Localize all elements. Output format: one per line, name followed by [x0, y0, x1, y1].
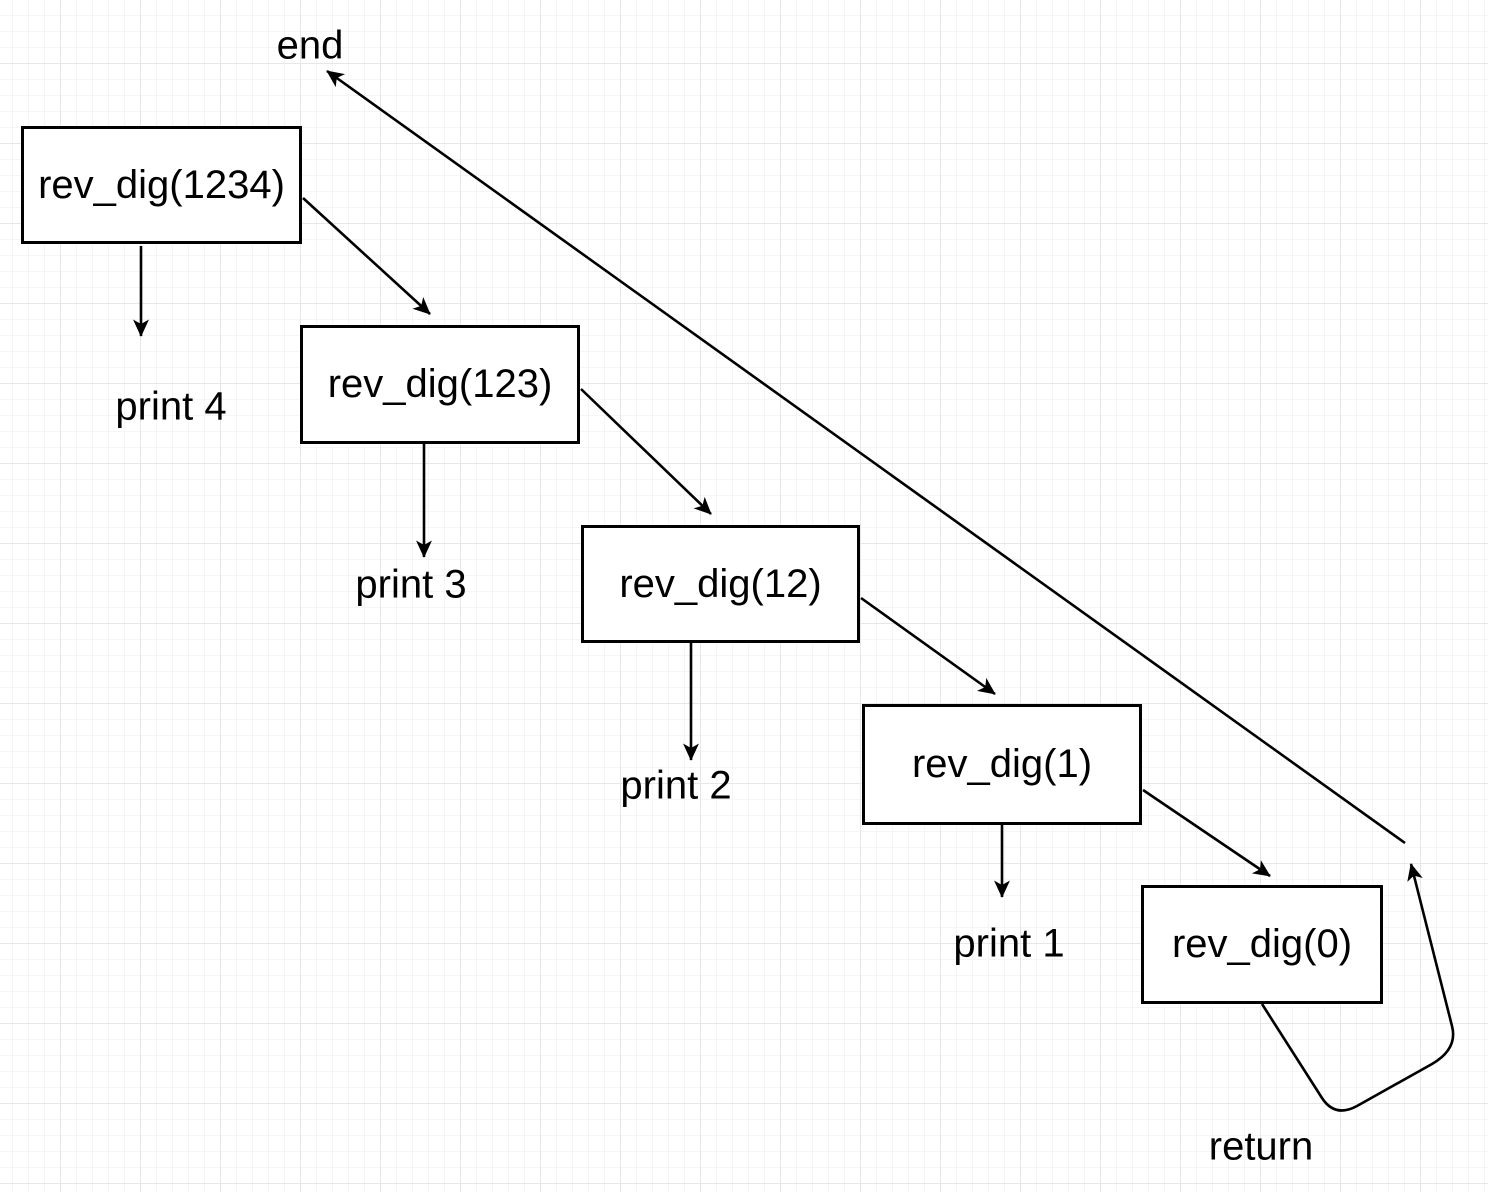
- edge-call1-to-call0[interactable]: [1142, 788, 1271, 878]
- node-call-123[interactable]: rev_dig(123): [300, 325, 580, 444]
- edge-return-to-end[interactable]: [326, 69, 1406, 845]
- node-call-1234[interactable]: rev_dig(1234): [21, 126, 302, 244]
- edge-call0-return-loop[interactable]: [1260, 863, 1455, 1112]
- node-call-0[interactable]: rev_dig(0): [1141, 885, 1383, 1004]
- node-label: rev_dig(0): [1171, 922, 1353, 966]
- node-call-1[interactable]: rev_dig(1): [862, 704, 1142, 825]
- label-print-2[interactable]: print 2: [620, 763, 732, 808]
- node-label: rev_dig(123): [327, 362, 553, 406]
- edge-call1234-to-call123[interactable]: [302, 197, 431, 315]
- edge-call12-to-call1[interactable]: [860, 596, 996, 696]
- label-print-1[interactable]: print 1: [953, 921, 1065, 966]
- edge-call123-to-call12[interactable]: [580, 388, 712, 515]
- node-call-12[interactable]: rev_dig(12): [581, 525, 860, 643]
- node-label: rev_dig(1): [911, 742, 1093, 786]
- label-end[interactable]: end: [276, 23, 344, 68]
- label-print-4[interactable]: print 4: [115, 384, 227, 429]
- label-return[interactable]: return: [1208, 1124, 1314, 1169]
- label-print-3[interactable]: print 3: [355, 562, 467, 607]
- node-label: rev_dig(12): [619, 561, 822, 606]
- node-label: rev_dig(1234): [38, 162, 285, 207]
